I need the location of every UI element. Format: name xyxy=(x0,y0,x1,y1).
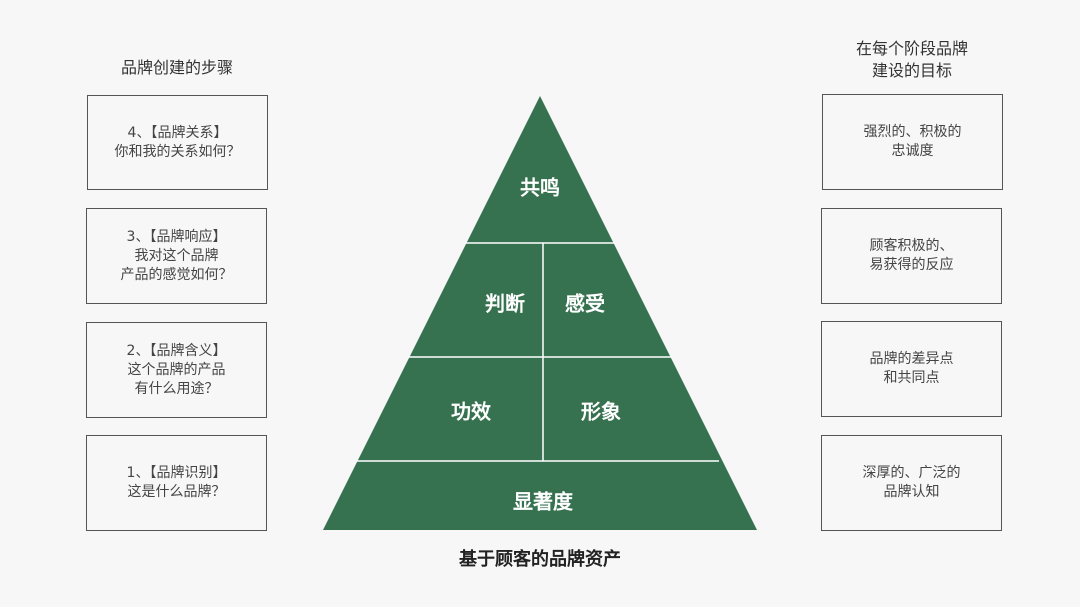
pyramid-performance: 功效 xyxy=(451,399,491,424)
step-box-1: 1、【品牌识别】 这是什么品牌？ xyxy=(86,435,267,531)
pyramid-top-resonance: 共鸣 xyxy=(520,175,560,200)
pyramid-caption: 基于顾客的品牌资产 xyxy=(459,549,621,570)
pyramid-base-salience: 显著度 xyxy=(513,489,573,514)
goal-box-4: 强烈的、积极的 忠诚度 xyxy=(822,94,1003,190)
step-box-3: 3、【品牌响应】 我对这个品牌 产品的感觉如何？ xyxy=(86,208,267,304)
goal-box-3: 顾客积极的、 易获得的反应 xyxy=(821,208,1002,304)
pyramid-feelings: 感受 xyxy=(565,291,605,316)
right-column-title: 在每个阶段品牌 建设的目标 xyxy=(855,39,968,80)
step-box-2: 2、【品牌含义】 这个品牌的产品 有什么用途？ xyxy=(86,322,267,418)
pyramid-imagery: 形象 xyxy=(581,399,621,424)
goal-box-1: 深厚的、广泛的 品牌认知 xyxy=(821,435,1002,531)
pyramid-shape xyxy=(323,96,757,530)
left-column-title: 品牌创建的步骤 xyxy=(120,58,233,77)
pyramid-judgments: 判断 xyxy=(485,291,525,316)
step-box-4: 4、【品牌关系】 你和我的关系如何？ xyxy=(87,95,268,190)
goal-box-2: 品牌的差异点 和共同点 xyxy=(821,321,1002,417)
